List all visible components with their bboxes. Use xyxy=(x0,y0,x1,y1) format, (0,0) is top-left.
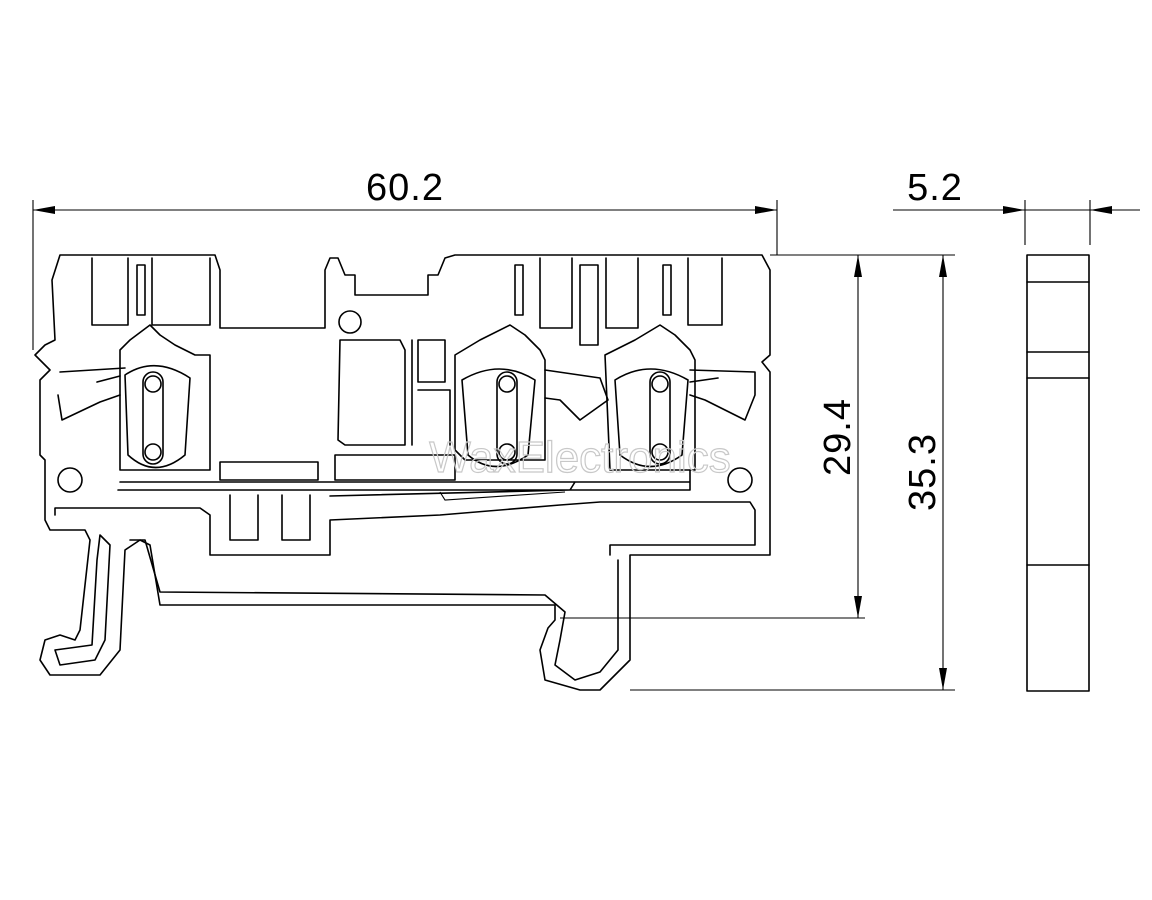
dim-overall-width: 60.2 xyxy=(366,167,444,209)
front-view xyxy=(34,254,771,691)
dim-height-to-rail: 29.4 xyxy=(817,398,859,476)
dimension-lines xyxy=(32,200,1140,691)
dim-overall-height: 35.3 xyxy=(902,433,944,511)
spring-clamp-left xyxy=(57,324,211,471)
hole-left xyxy=(57,467,83,493)
foot-inner xyxy=(54,534,111,666)
spring-clamp-right xyxy=(604,324,756,471)
watermark-text: WaxElectronics xyxy=(429,433,731,482)
hole-right xyxy=(727,467,753,493)
side-view xyxy=(1026,254,1090,692)
dim-side-thickness: 5.2 xyxy=(907,167,963,209)
bridge-bar xyxy=(117,469,691,497)
top-slots xyxy=(91,257,723,346)
base-gap xyxy=(229,494,311,541)
base-inner xyxy=(54,501,756,556)
hole-center xyxy=(338,310,362,334)
body-outline xyxy=(34,254,771,691)
spring-clamp-middle xyxy=(454,324,609,468)
foot-slot xyxy=(129,539,619,681)
center-block xyxy=(337,339,406,446)
